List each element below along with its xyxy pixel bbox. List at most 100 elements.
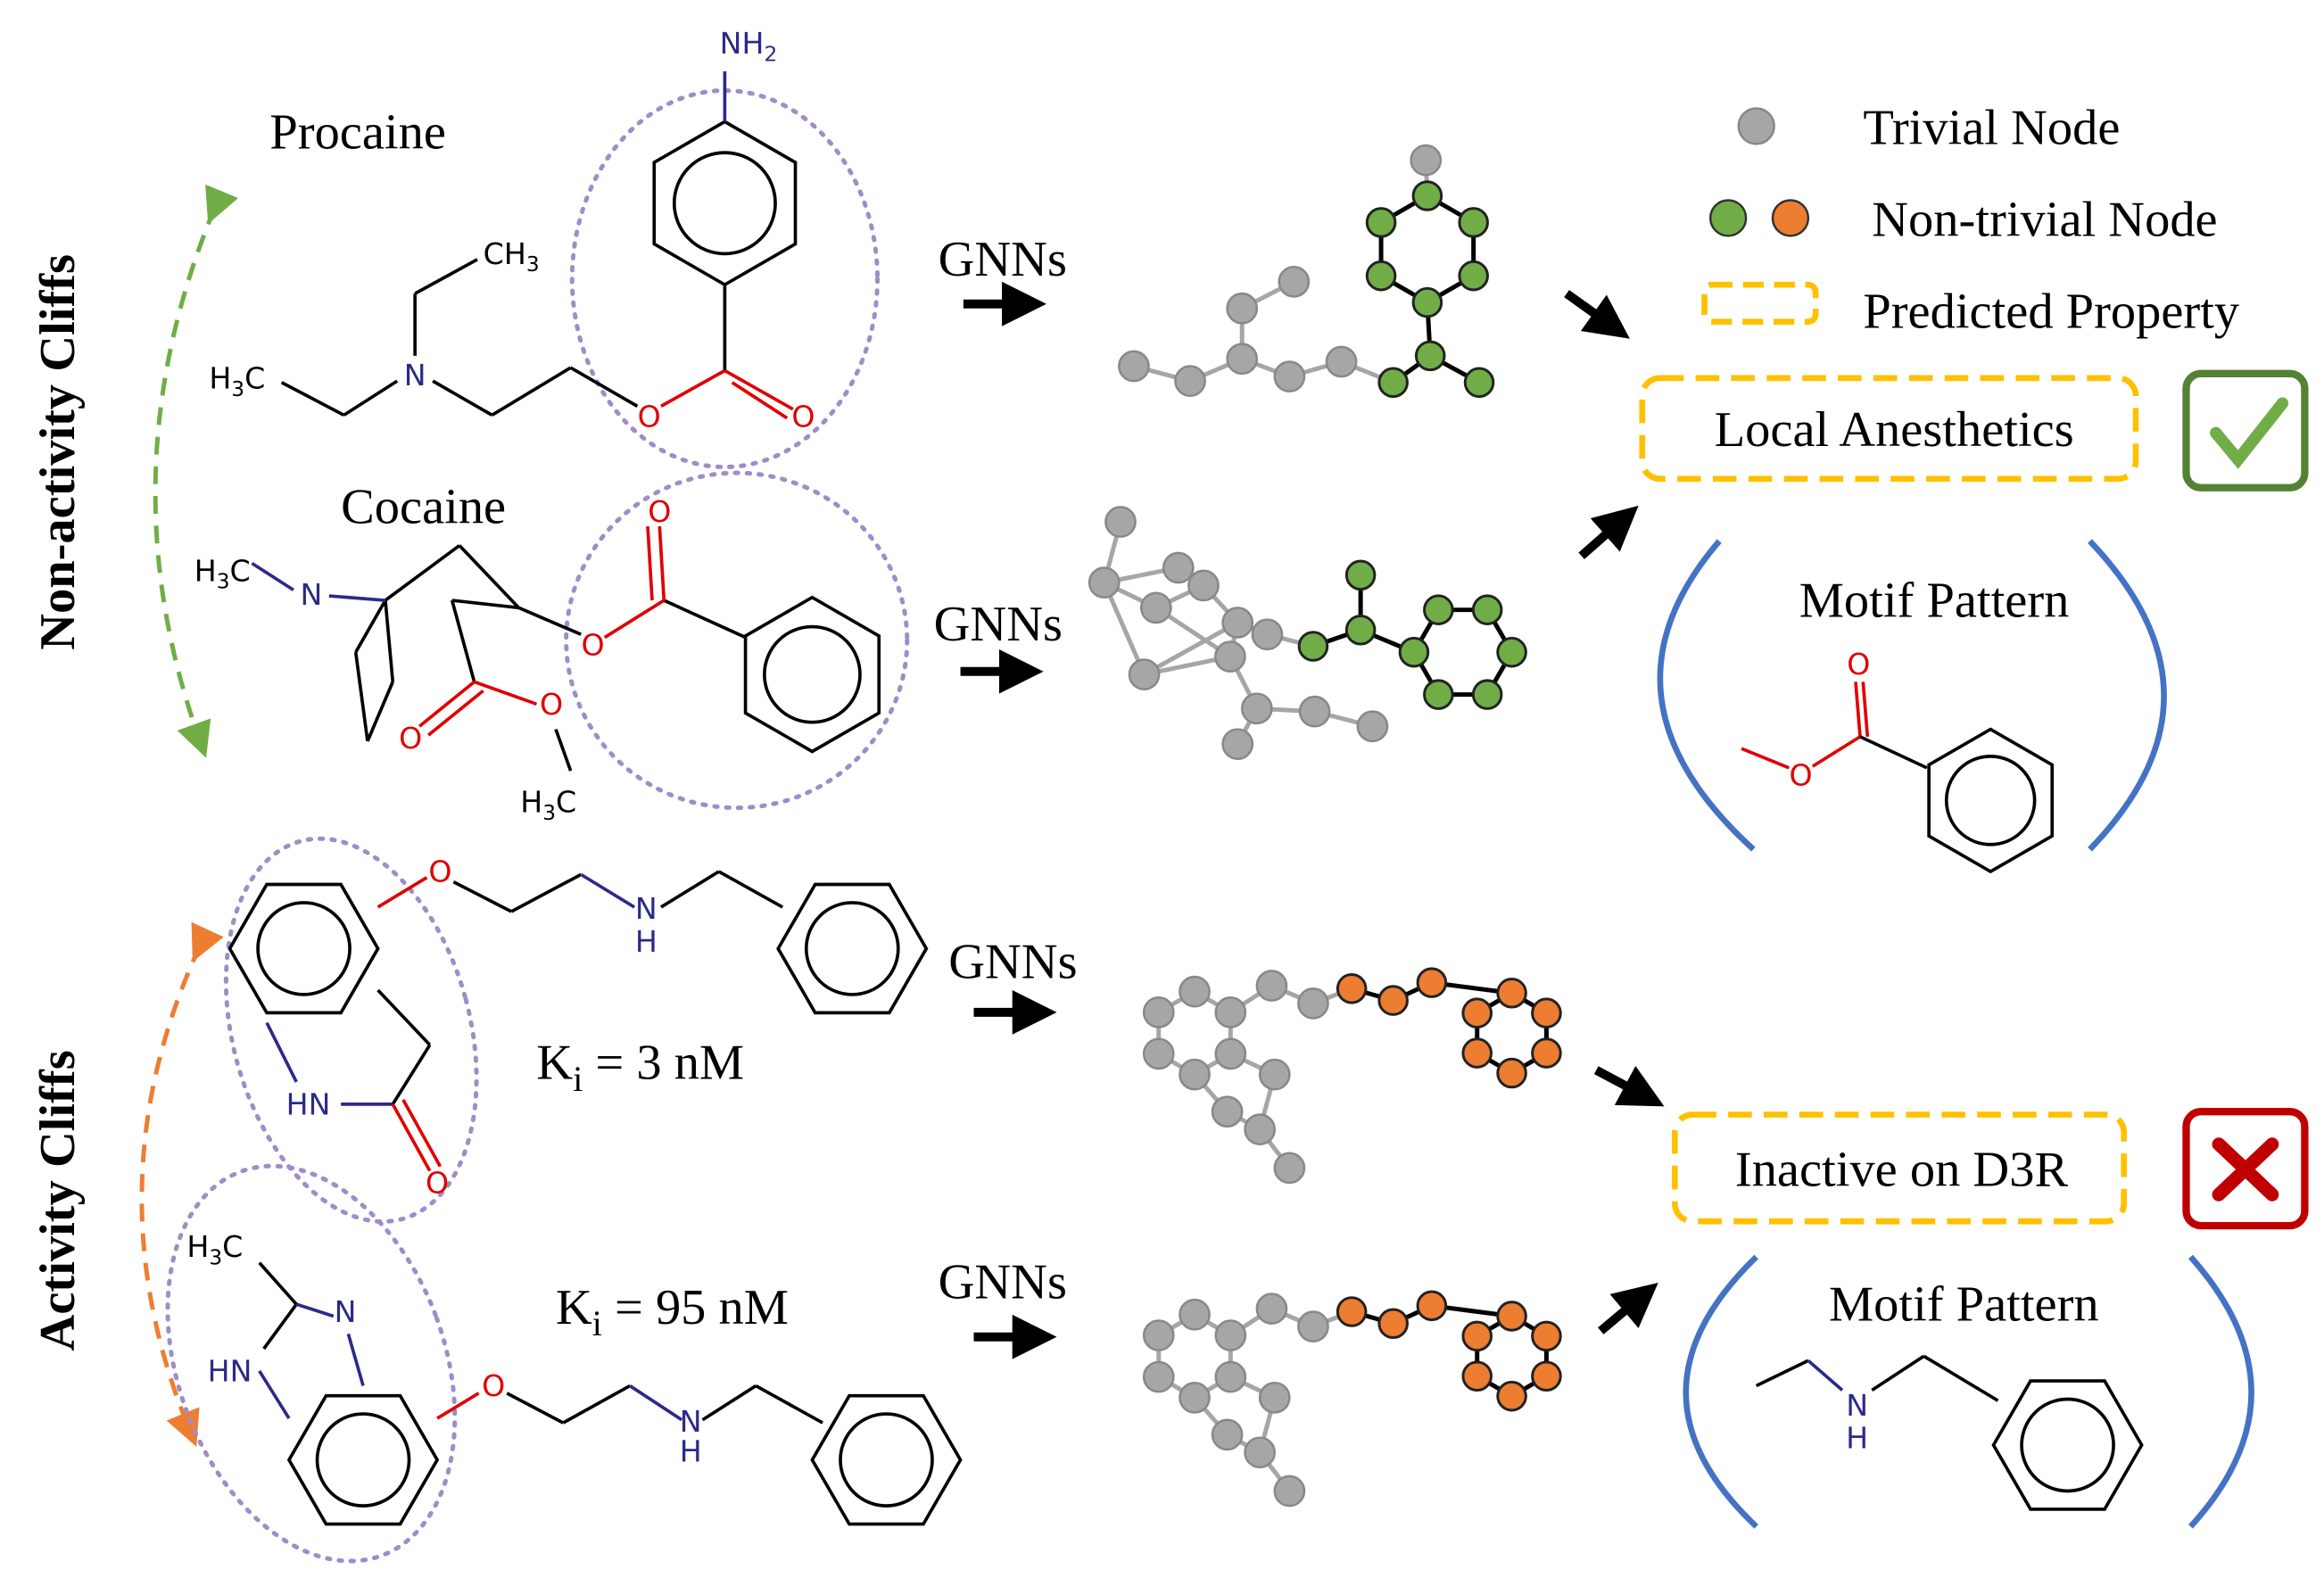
trivial-node: [1128, 658, 1161, 690]
motif-benzene-ring: [1927, 727, 2055, 874]
non-trivial-node: [1336, 973, 1368, 1004]
hn-label: HN: [208, 1354, 252, 1389]
trivial-node: [1297, 1310, 1329, 1342]
gnn-step-3: GNNs: [948, 935, 1078, 1035]
non-activity-cliff-arrow: [153, 184, 238, 758]
non-trivial-node: [1411, 286, 1443, 318]
svg-text:GNNs: GNNs: [948, 935, 1077, 990]
trivial-node: [1142, 1037, 1175, 1070]
trivial-node: [1211, 1418, 1244, 1451]
trivial-node: [1139, 591, 1172, 624]
cross-icon: [2212, 1137, 2279, 1202]
ki-value-2: Ki = 95 nM: [556, 1280, 789, 1343]
bond: [517, 606, 582, 636]
trivial-node: [1104, 506, 1137, 538]
non-trivial-node: [1414, 340, 1446, 372]
cross-box: [2182, 1108, 2309, 1230]
bond: [251, 561, 294, 591]
bond: [450, 599, 476, 682]
bond: [384, 544, 461, 602]
trivial-node: [1273, 1152, 1306, 1185]
bond: [580, 872, 636, 909]
legend-trivial-label: Trivial Node: [1863, 100, 2120, 155]
trivial-node: [1142, 1319, 1175, 1351]
nitrogen-label: N: [1846, 1388, 1868, 1423]
trivial-node: [1179, 1058, 1211, 1091]
trivial-node: [1221, 607, 1254, 639]
bond: [436, 1392, 480, 1420]
non-trivial-node: [1416, 1290, 1448, 1322]
trivial-node: [1410, 144, 1443, 177]
oxygen-label: O: [1789, 758, 1812, 793]
bond: [1859, 735, 1928, 770]
bond: [376, 876, 428, 909]
non-trivial-node: [1531, 1360, 1562, 1392]
graph-activity-1: [1142, 967, 1562, 1185]
graph-cocaine: [1088, 506, 1527, 761]
procaine-label: Procaine: [269, 104, 446, 160]
oxygen-label: O: [648, 494, 671, 529]
non-trivial-node: [1463, 367, 1495, 399]
benzene-ring: [227, 882, 380, 1015]
motif-benzene-ring: [1991, 1379, 2144, 1511]
trivial-node: [1255, 1293, 1288, 1326]
result-arrows: [1564, 290, 1665, 1334]
bond: [418, 680, 476, 728]
legend-predicted-label: Predicted Property: [1863, 284, 2240, 339]
legend-green-node-icon: [1708, 199, 1748, 237]
non-trivial-node: [1471, 679, 1503, 710]
bond: [1871, 1354, 1925, 1392]
non-trivial-node: [1377, 1308, 1409, 1340]
bond: [1811, 735, 1861, 768]
trivial-node: [1240, 692, 1273, 725]
molecular-graphs: [1088, 144, 1562, 1508]
non-trivial-node: [1365, 260, 1397, 292]
bond: [717, 870, 784, 909]
bond: [603, 599, 666, 640]
nitrogen-label: N: [680, 1404, 702, 1439]
h3c-label: H3C: [520, 785, 576, 825]
legend-orange-node-icon: [1771, 199, 1810, 237]
trivial-node: [1251, 618, 1284, 651]
trivial-node: [1258, 1381, 1291, 1414]
bond: [401, 1099, 442, 1168]
predicted-property-box: [1639, 375, 2139, 483]
cocaine-label: Cocaine: [341, 480, 506, 535]
graph-activity-2: [1142, 1290, 1562, 1508]
trivial-node: [1298, 695, 1331, 728]
legend-predicted-box-icon: [1701, 281, 1819, 326]
trivial-node: [1179, 1381, 1211, 1414]
trivial-node: [1214, 996, 1247, 1028]
non-trivial-node: [1344, 559, 1377, 591]
trivial-node: [1214, 1037, 1247, 1070]
bond: [328, 594, 386, 602]
bond: [658, 525, 666, 601]
non-trivial-node: [1496, 1380, 1527, 1412]
bracket-right: [2088, 539, 2167, 852]
bond: [391, 1044, 432, 1105]
h-label: H: [1846, 1420, 1868, 1455]
oxygen-label: O: [428, 855, 451, 889]
bracket-left: [1683, 1254, 1759, 1529]
gnn-step-1: GNNs: [939, 232, 1067, 326]
trivial-node: [1179, 975, 1211, 1008]
trivial-node: [1226, 343, 1259, 376]
bond: [458, 544, 520, 609]
non-trivial-node: [1423, 679, 1454, 710]
h-label: H: [635, 924, 658, 959]
bond: [569, 366, 639, 408]
h3c-label: H3C: [186, 1229, 243, 1269]
trivial-node: [1356, 710, 1389, 743]
bond: [343, 379, 399, 417]
non-trivial-node: [1496, 636, 1527, 668]
trivial-node: [1142, 996, 1175, 1028]
non-trivial-node: [1411, 180, 1443, 211]
ki-value-1: Ki = 3 nM: [536, 1036, 744, 1099]
bond: [1755, 1359, 1809, 1388]
bond: [1741, 747, 1790, 770]
bond: [646, 525, 654, 601]
non-trivial-node: [1336, 1296, 1368, 1327]
graph-edge: [1102, 582, 1146, 676]
